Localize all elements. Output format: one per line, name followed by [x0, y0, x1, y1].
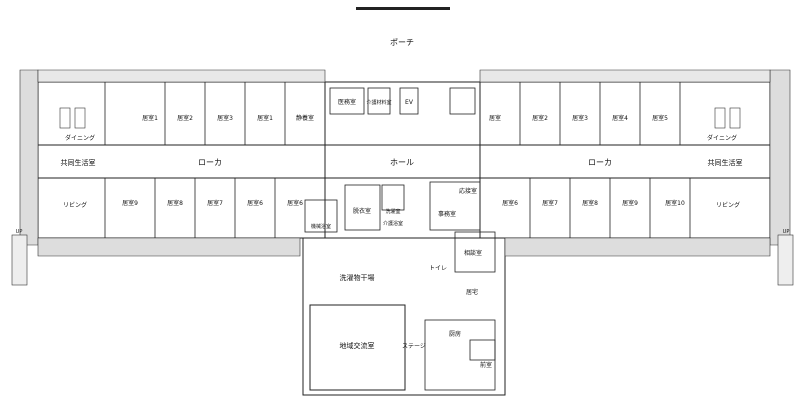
toilet-label: トイレ: [429, 265, 447, 272]
room-label: 居室7: [207, 199, 223, 207]
stage-label: ステージ: [402, 343, 426, 350]
room-label: 居室6: [502, 199, 518, 207]
room-label: 居室6: [247, 199, 263, 207]
room-label: 居室2: [177, 114, 193, 122]
community-room-label: 地域交流室: [340, 341, 375, 350]
corridor-left-label: ローカ: [198, 158, 222, 167]
care-bath-label: 介護浴室: [383, 220, 403, 227]
living-left-label: リビング: [63, 201, 87, 209]
kitchen-label: 厨房: [449, 330, 461, 338]
room-label: 居室1: [257, 114, 273, 122]
room-label: 居室8: [167, 199, 183, 207]
machine-bath-label: 機械浴室: [311, 223, 331, 230]
lower-block-outline: [302, 237, 506, 396]
room-label: 居室8: [582, 199, 598, 207]
stair-right-up-label: UP: [783, 229, 790, 235]
reception-label: 応接室: [459, 187, 477, 195]
washing-room-label: 洗濯室: [385, 208, 400, 215]
ev-label: EV: [405, 99, 414, 106]
changing-room-label: 脱衣室: [353, 207, 371, 215]
room-label: 居室4: [612, 114, 628, 122]
dining-right-label: ダイニング: [707, 134, 737, 142]
balcony-hatching: [19, 69, 791, 257]
laundry-yard-label: 洗濯物干場: [340, 273, 375, 282]
common-room-right-label: 共同生活室: [708, 158, 743, 167]
room-label: 居室3: [572, 114, 588, 122]
room-label: 静養室: [296, 114, 314, 122]
room-label: 居室1: [142, 114, 158, 122]
office-label: 事務室: [438, 210, 456, 218]
room-label: 居室6: [287, 199, 303, 207]
room-label: 居室9: [622, 199, 638, 207]
room-label: 居室9: [122, 199, 138, 207]
room-label: 居室3: [217, 114, 233, 122]
anteroom-label: 前室: [480, 361, 492, 369]
consult-label: 相談室: [464, 249, 482, 257]
corridor-right-label: ローカ: [588, 158, 612, 167]
room-label: 居室5: [652, 114, 668, 122]
medical-room-label: 医務室: [338, 98, 356, 106]
community-room: [309, 304, 406, 391]
scale-bar: [356, 7, 450, 10]
exterior-stairs: [11, 234, 794, 286]
residence-label: 居宅: [466, 288, 478, 296]
room-label: 居室10: [665, 199, 685, 207]
room-label: 居室2: [532, 114, 548, 122]
dining-left-label: ダイニング: [65, 134, 95, 142]
room-label: 居室7: [542, 199, 558, 207]
hall-label: ホール: [390, 158, 414, 167]
care-storage-label: 介護材料室: [366, 99, 391, 106]
porch-label: ポーチ: [390, 38, 414, 47]
dining-furniture: [59, 107, 741, 129]
stair-left-up-label: UP: [16, 229, 23, 235]
room-label: 居室: [489, 114, 501, 122]
common-room-left-label: 共同生活室: [61, 158, 96, 167]
living-right-label: リビング: [716, 201, 740, 209]
